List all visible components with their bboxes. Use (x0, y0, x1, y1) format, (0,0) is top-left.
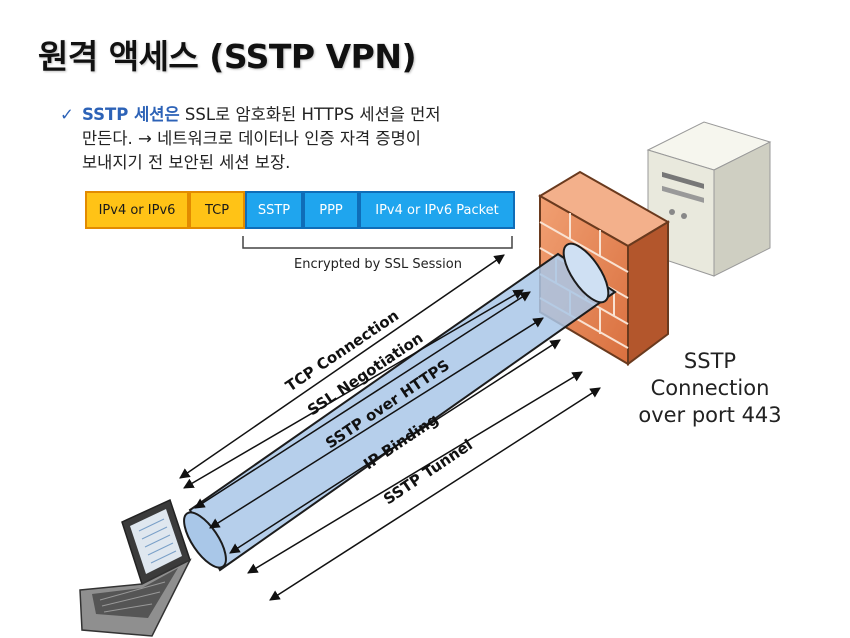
server-label-line-3: over port 443 (638, 403, 782, 427)
encrypted-label: Encrypted by SSL Session (294, 257, 462, 272)
description-bullet: ✓ SSTP 세션은 SSL로 암호화된 HTTPS 세션을 먼저 만든다. →… (60, 103, 552, 175)
check-icon: ✓ (60, 105, 74, 124)
arrow-ssl-negotiation (194, 291, 531, 509)
bullet-keyword: SSTP 세션은 (82, 105, 180, 124)
page-title: 원격 액세스 (SSTP VPN) (38, 37, 417, 76)
server-label-line-1: SSTP (683, 349, 737, 373)
stack-cell-packet: IPv4 or IPv6 Packet (359, 191, 515, 229)
stack-cell-tcp: TCP (189, 191, 245, 229)
bullet-line-2: 만든다. → 네트워크로 데이터나 인증 자격 증명이 (82, 129, 421, 148)
server-connection-label: SSTP Connection over port 443 (630, 348, 790, 429)
stack-cell-ipv4-ipv6: IPv4 or IPv6 (85, 191, 189, 229)
bullet-line-1: SSTP 세션은 SSL로 암호화된 HTTPS 세션을 먼저 (82, 103, 552, 127)
bullet-line-1-text: SSL로 암호화된 HTTPS 세션을 먼저 (179, 105, 441, 124)
protocol-stack: IPv4 or IPv6 TCP SSTP PPP IPv4 or IPv6 P… (85, 191, 515, 229)
stack-cell-sstp: SSTP (245, 191, 303, 229)
bullet-line-3: 보내지기 전 보안된 세션 보장. (82, 153, 291, 172)
laptop-icon (79, 498, 192, 637)
stack-cell-ppp: PPP (303, 191, 359, 229)
encrypted-bracket (242, 236, 513, 249)
server-label-line-2: Connection (650, 376, 770, 400)
arrow-sstp-tunnel-2 (269, 387, 601, 601)
